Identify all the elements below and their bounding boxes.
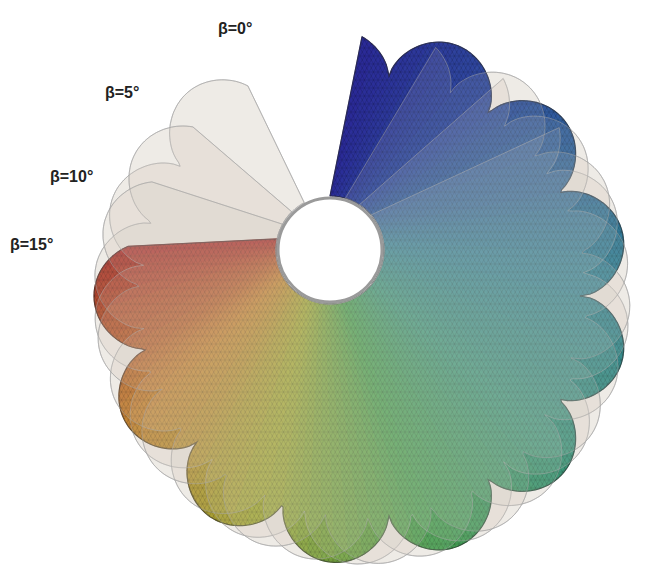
angle-label: β=15° (10, 236, 53, 254)
bore-hole (278, 198, 382, 302)
angle-label: β=10° (50, 168, 93, 186)
angle-label: β=0° (218, 20, 252, 38)
ghost-outline (98, 47, 630, 563)
angle-label: β=5° (105, 84, 139, 102)
